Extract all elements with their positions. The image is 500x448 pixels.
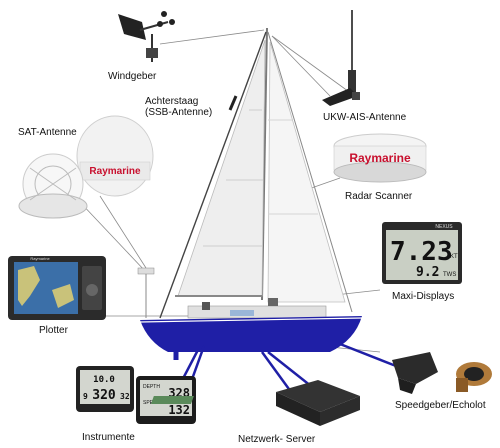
plotter-joystick	[86, 284, 98, 296]
label-achterstaag-line2: (SSB-Antenne)	[145, 107, 213, 118]
speed-depth-transducer	[392, 352, 492, 394]
instrument-a-right: 32	[120, 392, 130, 401]
cabin-window	[230, 310, 254, 316]
instrument-b-value2: 132	[168, 403, 190, 417]
label-plotter: Plotter	[39, 325, 68, 336]
mainsail	[177, 39, 266, 297]
deck-equipment	[202, 302, 210, 310]
antenna-mount	[352, 92, 360, 100]
radar-scanner: Raymarine	[333, 133, 427, 183]
label-speedgeber-echolot: Speedgeber/Echolot	[395, 400, 486, 411]
connector-lines	[77, 29, 381, 353]
maxi-sub-value: 9.2	[416, 265, 439, 280]
connector-ukw	[271, 35, 331, 97]
instrument-a-top: 10.0	[93, 375, 115, 385]
vhf-ais-antenna	[322, 10, 360, 106]
label-netzwerk-server: Netzwerk- Server	[238, 434, 316, 445]
radar-brand-logo: Raymarine	[349, 151, 411, 165]
wind-vane-fin	[118, 14, 146, 40]
maxi-brand-logo: NEXUS	[435, 224, 453, 230]
label-windgeber: Windgeber	[108, 71, 157, 82]
satellite-antenna: Raymarine	[18, 115, 154, 219]
sat-dish-strut	[29, 167, 77, 201]
maxi-main-value: 7.23	[390, 237, 453, 267]
gps-antenna	[137, 267, 155, 275]
deck-equipment	[268, 298, 278, 306]
server-board	[150, 396, 194, 404]
transducer-foot	[398, 378, 416, 394]
radar-base	[333, 161, 427, 183]
transducer-stem	[456, 378, 468, 392]
sat-dome	[76, 115, 154, 197]
antenna-bracket	[322, 88, 358, 106]
server-front	[320, 396, 360, 426]
connector-sat	[77, 199, 147, 273]
maxi-main-unit: KT	[450, 254, 458, 260]
backstay-insulator	[228, 95, 238, 111]
cable-speed	[339, 342, 397, 368]
backstay	[159, 31, 267, 319]
server-side	[276, 392, 320, 426]
anemometer-cup	[169, 19, 175, 25]
instrument-a-mid: 320	[92, 388, 116, 403]
plotter-land	[18, 266, 40, 306]
connector-windgeber	[159, 29, 265, 45]
plotter-land	[52, 284, 74, 308]
maxi-display: NEXUS 7.23 KT 9.2 TWS	[382, 222, 462, 284]
sat-brand-logo: Raymarine	[89, 166, 141, 177]
wind-sensor-base	[146, 48, 158, 58]
transducer-thruhull-center	[464, 367, 484, 381]
hull-stripe	[139, 317, 363, 323]
label-radar-scanner: Radar Scanner	[345, 191, 413, 202]
label-sat-antenne: SAT-Antenne	[18, 127, 77, 138]
forestay	[267, 31, 353, 313]
anemometer-cup	[161, 11, 167, 17]
network-server	[150, 380, 360, 426]
instrument-a-screen	[80, 370, 130, 404]
label-achterstaag-line1: Achterstaag	[145, 96, 199, 107]
connector-ukw-2	[271, 35, 353, 95]
instrument-a-left: 9	[83, 392, 88, 401]
server-top	[276, 380, 360, 412]
label-achterstaag: Achterstaag (SSB-Antenne)	[145, 96, 212, 118]
label-maxi-displays: Maxi-Displays	[392, 291, 455, 302]
instrument-b-header1: DEPTH	[143, 384, 160, 390]
antenna-base	[348, 70, 356, 96]
transducer-bracket	[392, 352, 438, 384]
wind-vane-arm	[139, 21, 169, 31]
wind-sensor	[118, 11, 175, 62]
chart-plotter: Raymarine	[8, 256, 106, 320]
sat-base	[18, 193, 88, 219]
hull	[140, 316, 362, 352]
maxi-display-screen	[386, 230, 458, 280]
label-ukw-ais: UKW-AIS-Antenne	[323, 112, 407, 123]
connector-sat-2	[99, 195, 147, 269]
anemometer-cup	[157, 21, 163, 27]
plotter-brand-logo: Raymarine	[30, 256, 50, 261]
maxi-sub-unit: TWS	[443, 272, 456, 278]
jib-sail	[267, 41, 346, 303]
label-instrumente: Instrumente	[82, 432, 135, 443]
instrument-display-a: 10.0 320 9 32	[76, 366, 134, 412]
